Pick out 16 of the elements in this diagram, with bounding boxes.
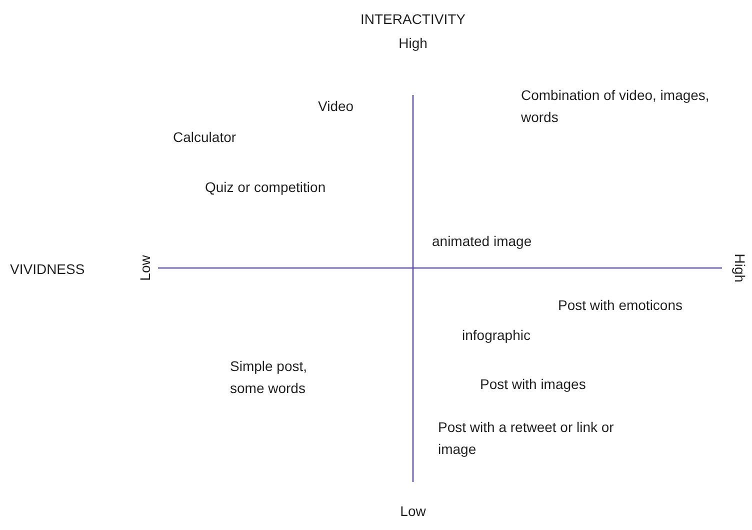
axis-title: VIVIDNESS — [10, 260, 85, 279]
quadrant-item: Combination of video, images, words — [521, 86, 710, 127]
quadrant-item: Quiz or competition — [205, 178, 326, 197]
quadrant-item: Post with a retweet or link or image — [438, 418, 615, 459]
quadrant-item: infographic — [462, 326, 530, 345]
axis-end-label: High — [731, 252, 749, 284]
axis-title: INTERACTIVITY — [359, 10, 466, 29]
quadrant-item: Calculator — [173, 128, 236, 147]
axis-end-label: Low — [399, 502, 427, 521]
quadrant-item: Post with images — [480, 375, 586, 394]
quadrant-item: Video — [318, 97, 354, 116]
axis-end-label: High — [398, 34, 428, 53]
quadrant-item: animated image — [432, 232, 532, 251]
quadrant-item: Post with emoticons — [558, 296, 682, 315]
quadrant-item: Simple post, some words — [230, 357, 308, 398]
axis-end-label: Low — [136, 254, 154, 283]
